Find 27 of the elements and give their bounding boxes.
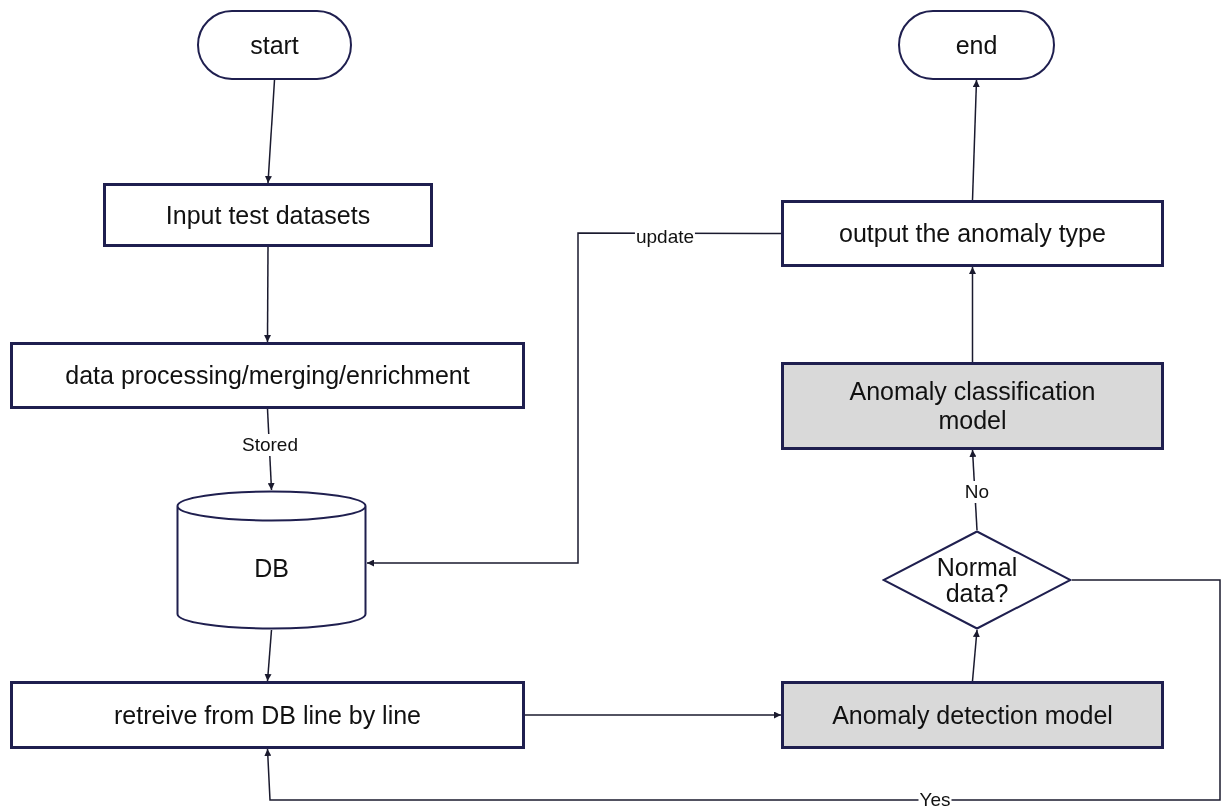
arrow [971, 79, 980, 201]
arrow [264, 79, 276, 184]
node-label: DB [254, 553, 289, 583]
process-box [10, 342, 525, 409]
node-label: output the anomaly type [839, 219, 1106, 248]
node-label: Input test datasets [165, 200, 371, 230]
arrow [264, 579, 1221, 801]
edge-label: No [963, 481, 991, 503]
arrow [969, 266, 976, 363]
node-label: Anomaly detection model [832, 700, 1113, 730]
process-box [103, 183, 433, 247]
arrow [971, 629, 980, 682]
edge-label: Stored [241, 434, 299, 456]
node-label: Anomaly classification model [848, 377, 1097, 435]
node-label: end [955, 30, 998, 60]
process-box [781, 200, 1164, 267]
process-box [781, 681, 1164, 749]
process-box [781, 362, 1164, 450]
node-label: start [250, 30, 299, 60]
node-label: data processing/merging/enrichment [65, 361, 470, 390]
arrow [264, 629, 273, 682]
node-label: retreive from DB line by line [113, 700, 422, 730]
arrow [366, 232, 782, 567]
node-label: Normal data? [935, 553, 1019, 607]
arrow [524, 711, 782, 719]
arrow [264, 246, 272, 343]
process-box [10, 681, 525, 749]
